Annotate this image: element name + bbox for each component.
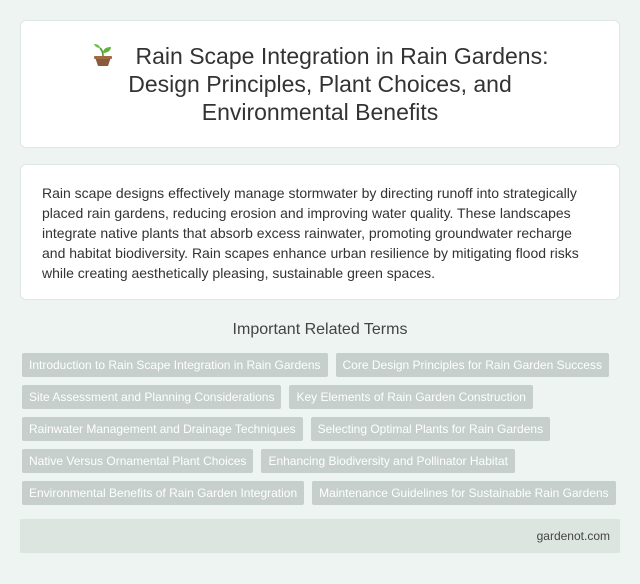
summary-text: Rain scape designs effectively manage st…	[42, 185, 579, 281]
page-title: Rain Scape Integration in Rain Gardens: …	[61, 42, 579, 126]
seedling-icon	[93, 44, 112, 66]
related-term-tag[interactable]: Key Elements of Rain Garden Construction	[289, 385, 533, 409]
related-term-tag[interactable]: Core Design Principles for Rain Garden S…	[335, 353, 609, 377]
title-card: Rain Scape Integration in Rain Gardens: …	[20, 20, 620, 148]
related-term-tag[interactable]: Rainwater Management and Drainage Techni…	[22, 417, 303, 441]
related-term-tag[interactable]: Maintenance Guidelines for Sustainable R…	[312, 481, 616, 505]
footer: gardenot.com	[20, 519, 620, 553]
related-term-tag[interactable]: Selecting Optimal Plants for Rain Garden…	[310, 417, 551, 441]
related-term-tag[interactable]: Introduction to Rain Scape Integration i…	[22, 353, 328, 377]
summary-card: Rain scape designs effectively manage st…	[20, 164, 620, 300]
footer-site-name[interactable]: gardenot.com	[536, 529, 610, 543]
related-term-tag[interactable]: Enhancing Biodiversity and Pollinator Ha…	[261, 449, 515, 473]
related-terms-list: Introduction to Rain Scape Integration i…	[22, 353, 622, 505]
related-term-tag[interactable]: Environmental Benefits of Rain Garden In…	[22, 481, 305, 505]
related-term-tag[interactable]: Site Assessment and Planning Considerati…	[22, 385, 282, 409]
page-title-text: Rain Scape Integration in Rain Gardens: …	[128, 43, 549, 125]
related-terms-heading: Important Related Terms	[232, 321, 408, 338]
related-term-tag[interactable]: Native Versus Ornamental Plant Choices	[22, 449, 254, 473]
